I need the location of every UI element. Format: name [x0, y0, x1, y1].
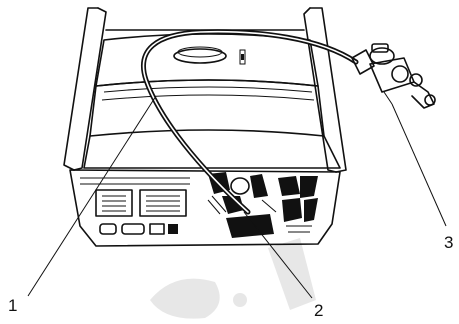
callout-2: 2 [314, 301, 323, 320]
callout-1: 1 [8, 296, 17, 315]
control-panel [96, 190, 186, 234]
outlet-row [100, 224, 178, 234]
pressure-regulator [352, 44, 435, 108]
watermark [150, 238, 316, 319]
leader-3 [392, 104, 446, 226]
fuel-cap [174, 47, 245, 64]
callout-3: 3 [444, 233, 453, 252]
engine-detail [208, 172, 318, 238]
